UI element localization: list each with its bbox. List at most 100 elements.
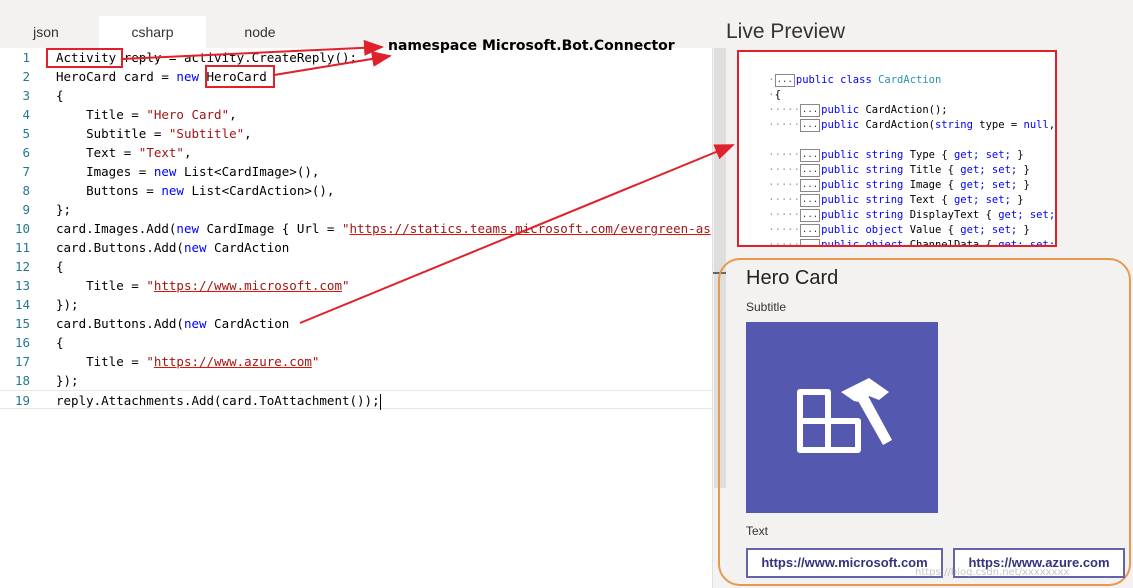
card-image[interactable] — [746, 322, 938, 513]
line-number: 8 — [22, 183, 30, 198]
line-number: 6 — [22, 145, 30, 160]
keyword: public — [821, 119, 860, 131]
keyword: get; — [960, 179, 986, 191]
code-token: Title = — [56, 278, 147, 293]
code-line: 2 HeroCard card = new HeroCard — [0, 67, 712, 86]
code-string: "Hero Card" — [146, 107, 230, 122]
code-url[interactable]: https://www.azure.com — [153, 354, 312, 369]
keyword: string — [865, 209, 904, 221]
tab-node[interactable]: node — [244, 24, 276, 40]
keyword: string — [865, 194, 904, 206]
class-line: ·····...public string Text { get; set; } — [768, 193, 1024, 207]
code-string: "Text" — [138, 145, 184, 160]
code-string: " — [342, 278, 350, 293]
code-token: { — [56, 88, 64, 103]
code-line: 6 Text = "Text", — [0, 143, 712, 162]
keyword: public — [821, 149, 860, 161]
line-number: 17 — [14, 354, 30, 369]
fold-icon[interactable]: ... — [799, 223, 821, 237]
code-token: card.Buttons.Add( — [56, 316, 184, 331]
code-editor[interactable]: 1 Activity reply = activity.CreateReply(… — [0, 48, 712, 588]
class-name: CardAction — [878, 74, 942, 86]
hero-card-highlight — [718, 258, 1131, 586]
class-definition-popup: ·...public class CardAction ·{ ·····...p… — [737, 50, 1057, 247]
line-number: 15 — [14, 316, 30, 331]
code-token: HeroCard — [206, 69, 267, 84]
keyword: object — [865, 224, 904, 236]
code-keyword: new — [153, 164, 177, 179]
fold-icon[interactable]: ... — [799, 208, 821, 222]
code-token: , — [229, 107, 237, 122]
line-number: 7 — [22, 164, 30, 179]
code-line: 17 Title = "https://www.azure.com" — [0, 352, 712, 371]
line-number: 16 — [14, 335, 30, 350]
fold-icon[interactable]: ... — [799, 238, 821, 245]
keyword: public — [795, 74, 834, 86]
code-token: { — [56, 335, 64, 350]
line-number: 5 — [22, 126, 30, 141]
line-number: 10 — [14, 221, 30, 236]
constructor: CardAction( — [865, 119, 935, 131]
keyword: string — [865, 164, 904, 176]
code-line: 13 Title = "https://www.microsoft.com" — [0, 276, 712, 295]
code-line-current: 19 reply.Attachments.Add(card.ToAttachme… — [0, 390, 712, 410]
fold-icon[interactable]: ... — [799, 178, 821, 192]
fold-icon[interactable]: ... — [799, 148, 821, 162]
brace: { — [941, 194, 948, 206]
code-token: CardAction — [206, 316, 290, 331]
code-token: Subtitle = — [56, 126, 169, 141]
code-line: 7 Images = new List<CardImage>(), — [0, 162, 712, 181]
tab-csharp[interactable]: csharp — [99, 16, 206, 48]
fold-icon[interactable]: ... — [799, 118, 821, 132]
property-name: Text — [909, 194, 935, 206]
tab-json[interactable]: json — [33, 24, 59, 40]
keyword: set; — [991, 179, 1018, 191]
line-number: 2 — [22, 69, 30, 84]
fold-icon[interactable]: ... — [799, 193, 821, 207]
line-number: 11 — [14, 240, 30, 255]
code-token: }); — [56, 297, 79, 312]
code-string: " — [146, 354, 154, 369]
watermark: https://blog.csdn.net/xxxxxxxx — [915, 567, 1070, 578]
code-url[interactable]: https://statics.teams.microsoft.com/ever… — [349, 221, 711, 236]
constructor: CardAction(); — [865, 104, 948, 116]
code-token: reply.Attachments.Add(card.ToAttachment(… — [56, 393, 380, 408]
code-token: , str — [1048, 119, 1056, 131]
code-keyword: new — [176, 221, 199, 236]
code-line: 15 card.Buttons.Add(new CardAction — [0, 314, 712, 333]
keyword: get; — [998, 209, 1024, 221]
class-line: ·{ — [768, 89, 781, 101]
line-number: 14 — [14, 297, 30, 312]
namespace-annotation: namespace Microsoft.Bot.Connector — [388, 38, 675, 54]
code-line: 12 { — [0, 257, 712, 276]
keyword: string — [865, 179, 904, 191]
code-url[interactable]: https://www.microsoft.com — [153, 278, 342, 293]
text-cursor — [379, 393, 381, 410]
fold-icon[interactable]: ... — [799, 163, 821, 177]
card-button-microsoft[interactable]: https://www.microsoft.com — [746, 548, 943, 578]
code-token: Activity — [56, 50, 117, 65]
class-line: ·····...public string Image { get; set; … — [768, 178, 1030, 192]
code-line: 16 { — [0, 333, 712, 352]
brace: } — [1023, 164, 1030, 176]
property-name: Title — [909, 164, 942, 176]
card-button-azure[interactable]: https://www.azure.com — [953, 548, 1125, 578]
class-line: ·····...public CardAction(); — [768, 103, 948, 117]
property-name: Value — [909, 224, 942, 236]
keyword: public — [821, 104, 860, 116]
brace: } — [1023, 224, 1030, 236]
line-number: 12 — [14, 259, 30, 274]
code-string: " — [311, 354, 320, 369]
property-name: Type — [909, 149, 935, 161]
line-number: 9 — [22, 202, 30, 217]
property-name: Image — [909, 179, 942, 191]
code-keyword: new — [176, 69, 199, 84]
fold-icon[interactable]: ... — [774, 73, 795, 87]
line-number: 19 — [14, 393, 30, 408]
fold-icon[interactable]: ... — [799, 103, 821, 117]
keyword: public — [821, 164, 860, 176]
keyword: public — [821, 209, 860, 221]
code-string: " — [146, 278, 154, 293]
code-line: 3 { — [0, 86, 712, 105]
keyword: set; — [985, 149, 1011, 161]
